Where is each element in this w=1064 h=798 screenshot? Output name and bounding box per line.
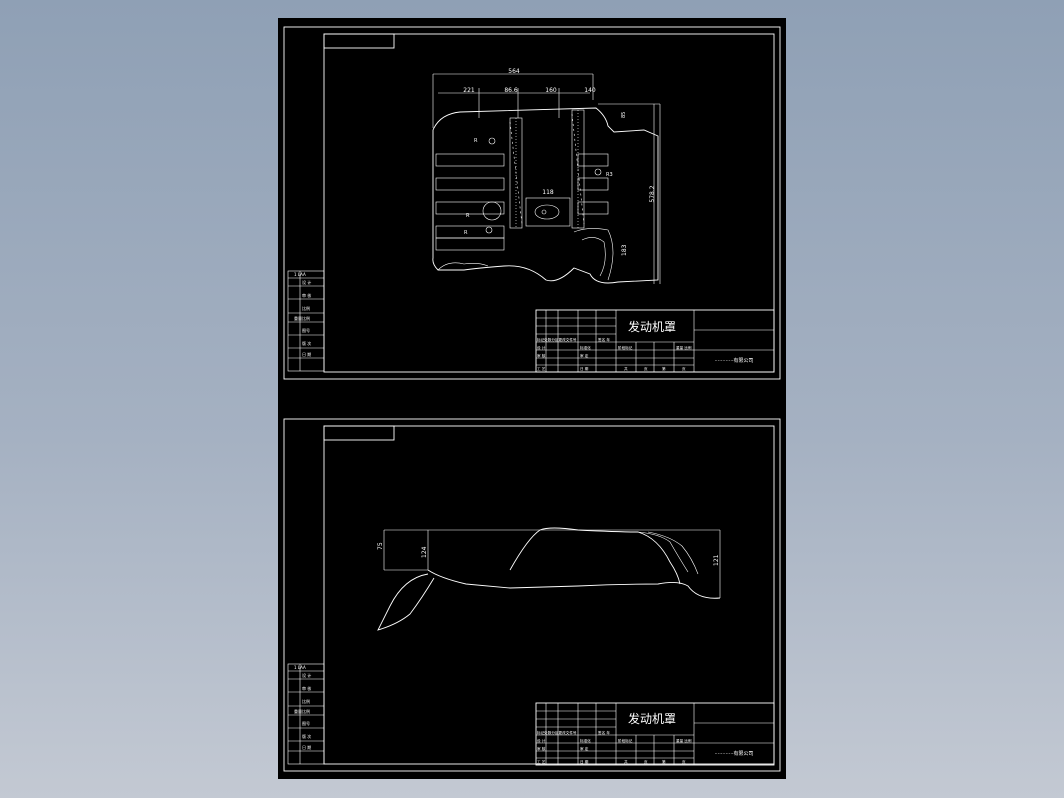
sheet-border bbox=[283, 418, 781, 772]
strip-label: 设 计 bbox=[302, 279, 311, 285]
side-profile-top bbox=[509, 527, 681, 585]
tb-label: 重量 比例 bbox=[676, 738, 692, 743]
dim-segment: 140 bbox=[584, 87, 596, 94]
part-side-view: 75 124 121 bbox=[377, 527, 721, 631]
hood-outline bbox=[432, 107, 659, 284]
drawing-frame bbox=[323, 425, 775, 765]
tb-label: 日 期 bbox=[580, 366, 589, 371]
tb-label: 阶段标记 bbox=[618, 738, 633, 743]
tb-label: 页 bbox=[682, 759, 686, 764]
dim-overall: 564 bbox=[508, 68, 520, 75]
title-block: 发动机罩 ············有限公司 标记处数分区更改文件号 签名 年 设… bbox=[535, 309, 775, 373]
strip-label: 图号 bbox=[302, 327, 310, 333]
code-box bbox=[323, 33, 395, 49]
left-strip: 1 LAA 设 计 审 核 比例 重量比例 图号 版 次 日 期 bbox=[287, 663, 325, 765]
company-name: ············有限公司 bbox=[714, 750, 753, 757]
strip-label: 比例 bbox=[302, 305, 310, 311]
tb-label: 签名 年 bbox=[598, 730, 610, 735]
drawing-canvas: 1 LAA 设 计 审 核 比例 重量比例 图号 版 次 日 期 564 bbox=[283, 26, 781, 772]
tb-label: 设 计 bbox=[537, 345, 546, 350]
sheet-side-view: 1 LAA 设 计 审 核 比例 重量比例 图号 版 次 日 期 bbox=[283, 418, 781, 772]
dim-radius: R bbox=[474, 138, 478, 144]
tb-label: 第 bbox=[662, 366, 666, 371]
strip-label: 重量比例 bbox=[294, 708, 310, 714]
dim-radius: R3 bbox=[606, 172, 613, 178]
tb-label: 重量 比例 bbox=[676, 345, 692, 350]
dim-right: 121 bbox=[713, 554, 720, 566]
tb-label: 标准化 bbox=[580, 738, 591, 743]
tb-label: 签名 年 bbox=[598, 337, 610, 342]
tb-label: 共 bbox=[624, 366, 628, 371]
sheet-top-view: 1 LAA 设 计 审 核 比例 重量比例 图号 版 次 日 期 564 bbox=[283, 26, 781, 380]
left-strip: 1 LAA 设 计 审 核 比例 重量比例 图号 版 次 日 期 bbox=[287, 270, 325, 372]
dim-small: 85 bbox=[621, 112, 627, 118]
strip-label: 图号 bbox=[302, 720, 310, 726]
tb-label: 页 bbox=[644, 366, 648, 371]
dim-radius: R bbox=[466, 213, 470, 219]
tb-label: 日 期 bbox=[580, 759, 589, 764]
strip-label: 比例 bbox=[302, 698, 310, 704]
dim-segment: 221 bbox=[463, 87, 475, 94]
dim-segment: 86.6 bbox=[504, 87, 518, 94]
tb-label: 审 定 bbox=[580, 353, 589, 358]
tb-label: 第 bbox=[662, 759, 666, 764]
side-fin bbox=[377, 573, 435, 631]
sheet-border bbox=[283, 26, 781, 380]
tb-label: 审 核 bbox=[537, 746, 546, 751]
strip-label: 审 核 bbox=[302, 685, 311, 691]
tb-label: 页 bbox=[644, 759, 648, 764]
strip-label: 版 次 bbox=[302, 340, 311, 346]
tb-label: 阶段标记 bbox=[618, 345, 633, 350]
strip-label: 设 计 bbox=[302, 672, 311, 678]
company-name: ············有限公司 bbox=[714, 357, 753, 364]
drawing-frame bbox=[323, 33, 775, 373]
drawing-title: 发动机罩 bbox=[628, 319, 676, 334]
strip-label: 1 LAA bbox=[294, 665, 306, 670]
dim-segment: 160 bbox=[545, 87, 557, 94]
drawing-title: 发动机罩 bbox=[628, 711, 676, 726]
tb-label: 设 计 bbox=[537, 738, 546, 743]
tb-label: 标记处数分区更改文件号 bbox=[537, 337, 577, 342]
dim-radius: R bbox=[464, 230, 468, 236]
tb-label: 标记处数分区更改文件号 bbox=[537, 730, 577, 735]
tb-label: 工 艺 bbox=[537, 759, 546, 764]
dim-left: 75 bbox=[377, 542, 384, 550]
tb-label: 共 bbox=[624, 759, 628, 764]
strip-label: 重量比例 bbox=[294, 315, 310, 321]
part-top-view: 564 221 86.6 160 140 578.2 85 bbox=[432, 68, 661, 284]
side-profile-bottom bbox=[427, 569, 721, 599]
dim-height: 578.2 bbox=[649, 185, 656, 202]
strip-label: 日 期 bbox=[302, 744, 311, 750]
dim-right: 183 bbox=[621, 244, 628, 256]
strip-label: 版 次 bbox=[302, 733, 311, 739]
dim-mid: 124 bbox=[421, 546, 428, 558]
code-box bbox=[323, 425, 395, 441]
tb-label: 标准化 bbox=[580, 345, 591, 350]
tb-label: 审 定 bbox=[580, 746, 589, 751]
dim-hole: 118 bbox=[542, 189, 554, 196]
tb-label: 工 艺 bbox=[537, 366, 546, 371]
strip-label: 1 LAA bbox=[294, 272, 306, 277]
drawing-paper: 1 LAA 设 计 审 核 比例 重量比例 图号 版 次 日 期 564 bbox=[278, 18, 786, 779]
title-block: 发动机罩 ············有限公司 标记处数分区更改文件号 签名 年 设… bbox=[535, 702, 775, 766]
tb-label: 审 核 bbox=[537, 353, 546, 358]
tb-label: 页 bbox=[682, 366, 686, 371]
strip-label: 日 期 bbox=[302, 351, 311, 357]
strip-label: 审 核 bbox=[302, 292, 311, 298]
